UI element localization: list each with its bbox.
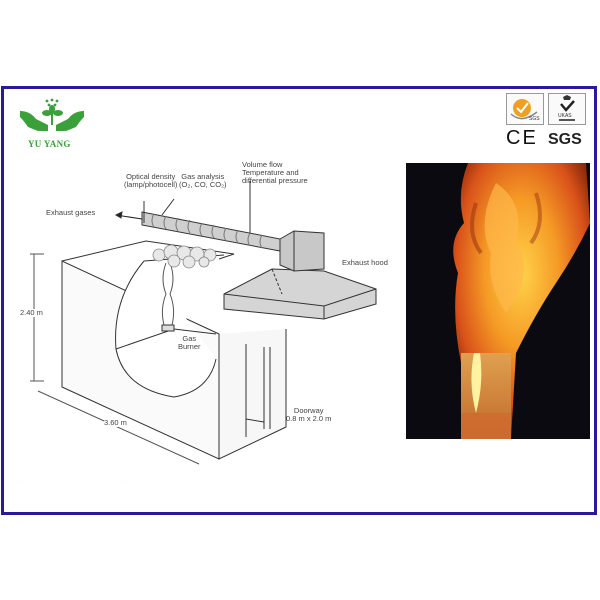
label-optical-density: Optical density (lamp/photocell) bbox=[124, 173, 177, 189]
label-gas-burner-1: Gas bbox=[182, 334, 197, 343]
label-volume-flow-sub2: differential pressure bbox=[242, 176, 308, 185]
sgs-badge: SGS bbox=[506, 93, 544, 125]
ukas-crown-check-icon: UKAS bbox=[558, 95, 575, 121]
fire-test-room-illustration bbox=[30, 181, 377, 465]
label-exhaust-gases: Exhaust gases bbox=[46, 208, 96, 217]
certification-marks: SGS UKAS CE SGS bbox=[506, 93, 586, 153]
faint-caption-mid: · bbox=[124, 479, 126, 485]
label-optical-density-title: Optical density bbox=[126, 172, 176, 181]
room-corner-test-diagram: Optical density (lamp/photocell) Gas ana… bbox=[20, 159, 404, 489]
label-gas-burner: Gas Burner bbox=[178, 335, 201, 351]
yu-yang-logo: YU YANG bbox=[14, 97, 94, 149]
label-height: 2.40 m bbox=[20, 308, 43, 317]
label-volume-flow-sub1: Temperature and bbox=[242, 168, 299, 177]
hands-plant-icon bbox=[20, 98, 84, 131]
svg-text:SGS: SGS bbox=[529, 116, 540, 122]
label-doorway-2: 0.8 m x 2.0 m bbox=[286, 414, 332, 423]
faint-caption-left: · bbox=[18, 479, 20, 485]
label-width: 3.60 m bbox=[104, 418, 127, 427]
brand-name: YU YANG bbox=[28, 139, 71, 149]
sgs-mark: SGS bbox=[548, 131, 582, 148]
label-exhaust-hood: Exhaust hood bbox=[342, 258, 388, 267]
label-gas-analysis: Gas analysis (O₂, CO, CO₂) bbox=[179, 173, 227, 189]
label-gas-burner-2: Burner bbox=[178, 342, 201, 351]
fire-test-photo bbox=[406, 163, 590, 439]
content-frame: YU YANG SGS UKAS CE SGS bbox=[1, 86, 597, 515]
label-optical-density-sub: (lamp/photocell) bbox=[124, 180, 178, 189]
svg-text:UKAS: UKAS bbox=[558, 113, 572, 119]
label-doorway-1: Doorway bbox=[293, 406, 324, 415]
sgs-check-icon: SGS bbox=[510, 99, 540, 122]
label-gas-analysis-sub: (O₂, CO, CO₂) bbox=[179, 180, 227, 189]
ce-mark: CE bbox=[506, 127, 538, 149]
label-volume-flow: Volume flow Temperature and differential… bbox=[242, 161, 308, 185]
label-gas-analysis-title: Gas analysis bbox=[181, 172, 225, 181]
ukas-badge: UKAS bbox=[548, 93, 586, 125]
flame-image bbox=[406, 163, 590, 439]
label-doorway: Doorway 0.8 m x 2.0 m bbox=[286, 407, 331, 423]
label-volume-flow-title: Volume flow bbox=[242, 160, 283, 169]
